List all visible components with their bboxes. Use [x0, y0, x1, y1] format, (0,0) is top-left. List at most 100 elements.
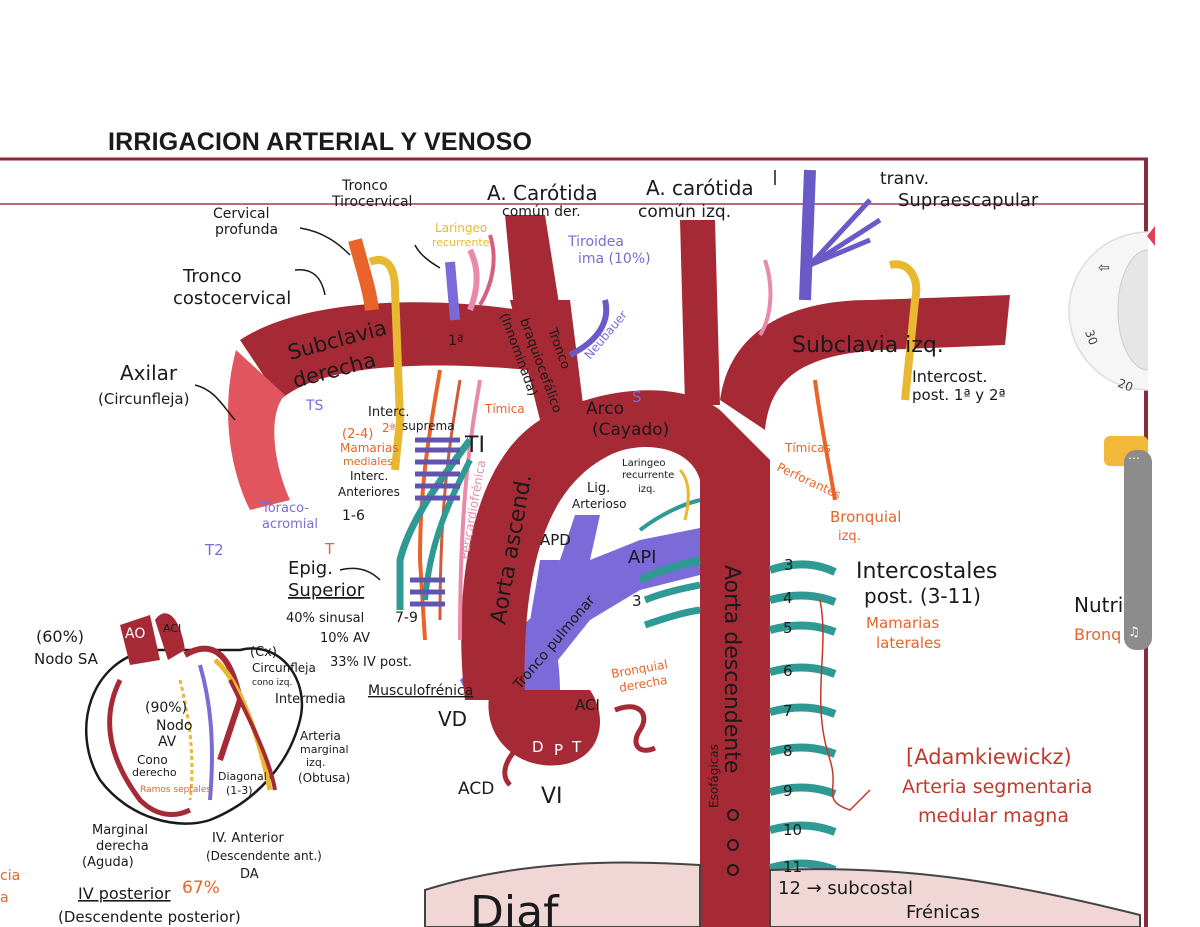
- label-adamkiewicz: [Adamkiewickz): [906, 745, 1072, 769]
- label-left-cut-2: a: [0, 890, 9, 906]
- label-nodo-sa-1: (60%): [36, 627, 84, 646]
- intercostal-number-7: 7: [783, 702, 793, 720]
- label-ao: AO: [125, 626, 145, 642]
- zoom-dial-widget[interactable]: ⇦ 30 20: [1068, 226, 1155, 394]
- posterior-intercostals: [768, 560, 837, 906]
- label-cervical-2: profunda: [215, 222, 278, 238]
- label-marginal-der-1: Marginal: [92, 823, 148, 838]
- label-iv-ant-3: DA: [240, 867, 259, 882]
- dial-arrow-icon: ⇦: [1098, 260, 1110, 276]
- label-interc-ant-3: 1-6: [342, 508, 365, 524]
- label-mamarias-1: (2-4): [342, 427, 373, 442]
- label-ramos: Ramos septales: [140, 785, 211, 795]
- label-d: D: [532, 738, 544, 756]
- label-marginal-der-3: (Aguda): [82, 855, 134, 870]
- label-musculofrenica: Musculofrénica: [368, 683, 473, 699]
- label-mamarias-4: mediales: [343, 455, 393, 468]
- mediastinal-branches: [502, 468, 701, 787]
- label-cono-2: derecho: [132, 766, 177, 779]
- page-title: IRRIGACION ARTERIAL Y VENOSO: [108, 128, 533, 156]
- label-iv-ant-1: IV. Anterior: [212, 831, 284, 846]
- label-intercostales-1: Intercostales: [856, 559, 997, 584]
- label-iv-posterior-1: IV posterior: [78, 884, 171, 903]
- intercostal-number-9: 9: [783, 782, 793, 800]
- label-interc-ant-2: Anteriores: [338, 485, 400, 499]
- label-av: 10% AV: [320, 631, 370, 646]
- label-timicas: Tímicas: [784, 441, 831, 455]
- label-laringeo-rec-2: recurrente: [622, 470, 674, 481]
- label-diagonal-2: (1-3): [226, 784, 253, 797]
- label-nodo-av-1: (90%): [145, 700, 187, 716]
- label-bronquial-izq-2: izq.: [838, 529, 861, 544]
- leader-lines: [194, 170, 776, 581]
- side-scroll-panel[interactable]: [1124, 450, 1152, 650]
- label-circunfleja-2: cono izq.: [252, 678, 292, 688]
- neck-branches: [348, 169, 921, 501]
- label-t: T: [571, 738, 582, 756]
- label-lig-art-2: Arterioso: [572, 497, 626, 511]
- label-cervical-1: Cervical: [213, 206, 270, 222]
- label-cono-1: Cono: [137, 753, 168, 767]
- label-s-mark: S: [632, 388, 642, 406]
- label-intercostales-2: post. (3-11): [864, 584, 981, 608]
- label-cx: (Cx): [250, 645, 277, 660]
- label-primera: 1ª: [448, 333, 464, 349]
- music-icon: ♫: [1128, 625, 1140, 640]
- label-intermedia: Intermedia: [275, 692, 346, 707]
- label-left-cut-1: cia: [0, 868, 20, 884]
- intercostal-number-10: 10: [783, 821, 802, 839]
- label-toraco-2: acromial: [262, 517, 318, 532]
- label-t2: T2: [204, 541, 224, 559]
- label-axilar-1: Axilar: [120, 361, 178, 385]
- more-icon: ⋯: [1128, 451, 1140, 465]
- label-bronq: Bronq: [1074, 625, 1121, 644]
- label-iv-posterior-2: (Descendente posterior): [58, 908, 241, 926]
- label-nodo-av-3: AV: [158, 734, 177, 750]
- label-n3a: 3: [784, 556, 794, 574]
- label-tronco-costo-1: Tronco: [182, 266, 242, 287]
- intercostal-number-6: 6: [783, 662, 793, 680]
- label-carotida-der-1: A. Carótida: [487, 181, 598, 205]
- label-arco-2: (Cayado): [592, 420, 669, 440]
- label-nodo-av-2: Nodo: [156, 718, 193, 734]
- label-nodo-sa-2: Nodo SA: [34, 650, 99, 668]
- label-tronco-tiro-1: Tronco: [341, 178, 388, 194]
- label-nutri: Nutri: [1074, 593, 1123, 617]
- label-marginal-der-2: derecha: [96, 839, 149, 854]
- label-iv-posterior-pct: 67%: [182, 878, 220, 898]
- label-tiroidea-1: Tiroidea: [567, 234, 624, 250]
- label-carotida-izq-2: común izq.: [638, 202, 731, 222]
- intercostal-number-4: 4: [783, 589, 793, 607]
- adamkiewicz-bracket: [819, 599, 871, 811]
- label-mamarias-lat-1: Mamarias: [866, 614, 939, 632]
- left-carotid: [680, 220, 720, 405]
- label-tronco-costo-2: costocervical: [173, 288, 291, 309]
- label-arco-1: Arco: [586, 399, 624, 419]
- heart-sketch: [85, 613, 304, 825]
- anterior-intercostal-stubs: [410, 437, 460, 607]
- label-t-mark: T: [324, 540, 335, 558]
- label-laringeo-rec-1: Laringeo: [622, 458, 666, 469]
- label-vd: VD: [438, 707, 467, 731]
- label-mamarias-3: Mamarias: [340, 441, 399, 455]
- label-acd: ACD: [458, 779, 494, 799]
- label-n3b: 3: [632, 592, 642, 610]
- label-carotida-izq-1: A. carótida: [646, 176, 754, 200]
- dial-label-20: 20: [1116, 376, 1135, 394]
- label-arteria-marg-1: Arteria: [300, 729, 341, 743]
- label-api: API: [628, 547, 656, 568]
- label-tronco-tiro-2: Tirocervical: [331, 194, 412, 210]
- intercostal-number-5: 5: [783, 619, 793, 637]
- brachiocephalic-trunk: [228, 215, 585, 510]
- label-arteria-marg-4: (Obtusa): [298, 771, 350, 785]
- label-toraco-1: Toraco-: [261, 501, 309, 516]
- diaphragm-right: [769, 868, 1141, 927]
- label-timica: Tímica: [484, 402, 525, 416]
- label-tiroidea-2: ima (10%): [578, 251, 651, 267]
- label-diagonal-1: Diagonal: [218, 770, 267, 783]
- label-ti: TI: [464, 433, 485, 458]
- label-apd: APD: [540, 531, 571, 549]
- label-circunfleja-1: Circunfleja: [252, 661, 316, 675]
- label-epig-1: Epig.: [288, 558, 333, 579]
